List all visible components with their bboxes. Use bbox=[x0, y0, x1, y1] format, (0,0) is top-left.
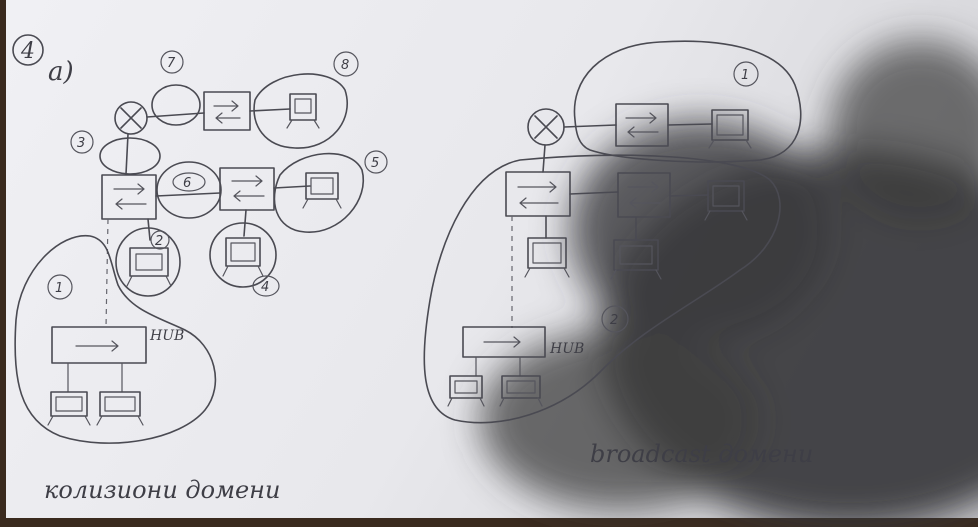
svg-text:3: 3 bbox=[77, 136, 85, 151]
left-host-4-icon bbox=[222, 237, 264, 277]
part-label: a) bbox=[48, 57, 74, 87]
svg-text:4: 4 bbox=[261, 280, 269, 295]
svg-text:1: 1 bbox=[55, 281, 63, 296]
right-hub-icon bbox=[462, 326, 546, 358]
right-host-mid-icon bbox=[704, 180, 748, 221]
right-host-top-icon bbox=[708, 109, 752, 149]
left-host-8-icon bbox=[286, 93, 320, 129]
left-router-icon bbox=[114, 101, 148, 135]
problem-number-badge: 4 bbox=[12, 34, 44, 66]
right-host-left-icon bbox=[524, 237, 570, 278]
domain-number-3: 3 bbox=[70, 130, 94, 154]
right-host-right-icon bbox=[610, 239, 662, 280]
right-hub-host-2-icon bbox=[499, 375, 543, 407]
right-hub-host-1-icon bbox=[447, 375, 485, 407]
svg-text:6: 6 bbox=[183, 176, 191, 191]
svg-text:5: 5 bbox=[371, 156, 379, 171]
right-diagram: 1 2 bbox=[423, 40, 813, 468]
hand-shadow bbox=[480, 40, 978, 527]
left-hub-host-2-icon bbox=[96, 391, 144, 426]
svg-text:4: 4 bbox=[20, 39, 35, 64]
domain-number-4: 4 bbox=[252, 275, 280, 297]
broadcast-domain-number-1: 1 bbox=[733, 61, 759, 87]
left-host-2-icon bbox=[126, 247, 172, 287]
svg-text:8: 8 bbox=[341, 58, 349, 73]
domain-number-1: 1 bbox=[47, 274, 73, 300]
left-caption: колизиони домени bbox=[44, 476, 280, 504]
svg-text:7: 7 bbox=[167, 56, 176, 71]
left-hub-host-1-icon bbox=[47, 391, 91, 426]
domain-number-2: 2 bbox=[150, 230, 170, 250]
left-hub-label: HUB bbox=[149, 328, 184, 344]
domain-number-5: 5 bbox=[364, 150, 388, 174]
svg-text:1: 1 bbox=[741, 68, 749, 83]
right-caption: broadcast домени bbox=[590, 440, 813, 468]
svg-text:2: 2 bbox=[610, 313, 618, 328]
left-host-5-icon bbox=[302, 172, 342, 209]
right-second-switch-icon bbox=[617, 172, 671, 218]
domain-number-8: 8 bbox=[333, 51, 359, 77]
domain-number-7: 7 bbox=[160, 50, 184, 74]
svg-text:2: 2 bbox=[155, 234, 163, 249]
left-diagram: 4 a) 7 8 bbox=[12, 34, 388, 504]
broadcast-domain-number-2: 2 bbox=[601, 305, 629, 333]
right-router-icon bbox=[527, 108, 565, 146]
left-second-switch-icon bbox=[219, 167, 275, 211]
right-hub-label: HUB bbox=[549, 341, 584, 357]
domain-number-6: 6 bbox=[172, 172, 206, 192]
left-hub-icon bbox=[51, 326, 147, 364]
left-main-switch-icon bbox=[101, 174, 157, 220]
